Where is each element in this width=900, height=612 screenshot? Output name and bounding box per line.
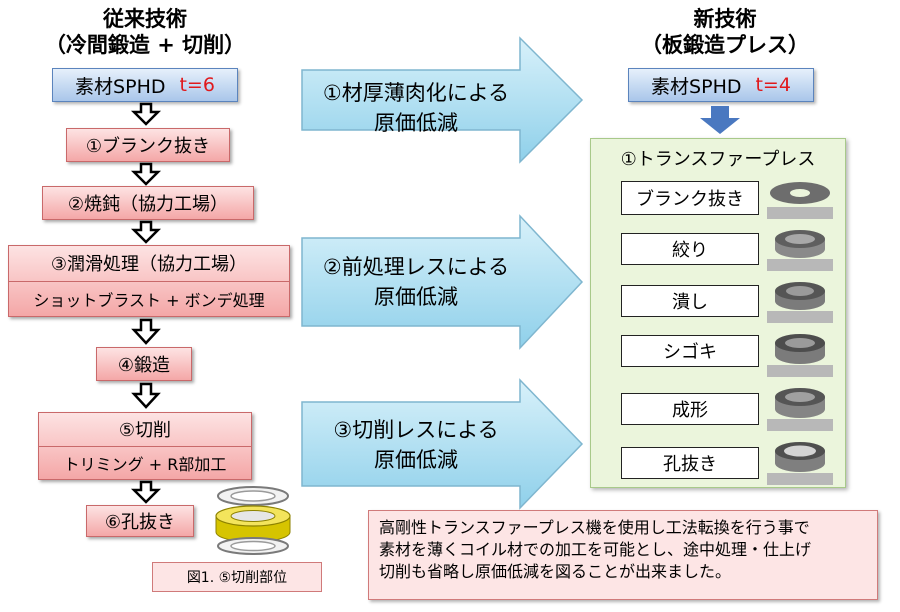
part-photo-blank	[767, 175, 833, 219]
right-title: 新技術 （板鍛造プレス）	[600, 6, 850, 58]
right-material-box: 素材SPHD t=4	[628, 68, 814, 102]
right-arrow-icon	[301, 214, 584, 350]
down-arrow-icon	[130, 102, 162, 126]
press-panel: ①トランスファープレス ブランク抜き 絞り 潰し シゴキ 成形 孔抜き	[590, 138, 846, 488]
press-title: ①トランスファープレス	[620, 149, 816, 170]
press-step-6: 孔抜き	[621, 447, 759, 479]
press-step-3: 潰し	[621, 285, 759, 317]
flow-step-5: ⑤切削 トリミング + R部加工	[38, 412, 252, 480]
flow-step-4: ④鍛造	[96, 347, 192, 381]
right-title-line2: （板鍛造プレス）	[641, 33, 809, 57]
flow-step-label: ③潤滑処理（協力工場）	[50, 254, 248, 276]
note-line-2: 素材を薄くコイル材での加工を可能とし、途中処理・仕上げ	[379, 540, 812, 559]
flow-step-label: ②焼鈍（協力工場）	[67, 194, 229, 215]
flow-step-label: ⑤切削	[118, 420, 172, 442]
material-label: 素材SPHD	[75, 75, 166, 98]
figure-caption: 図1. ⑤切削部位	[152, 562, 322, 592]
left-title-line2: （冷間鍛造 + 切削）	[44, 33, 246, 57]
ring-illustration	[215, 486, 291, 555]
note-line-1: 高剛性トランスファープレス機を使用し工法転換を行う事で	[379, 518, 810, 537]
right-title-line1: 新技術	[693, 7, 757, 31]
part-photo-pierce	[767, 437, 833, 485]
press-step-2: 絞り	[621, 233, 759, 265]
flow-step-label: ①ブランク抜き	[85, 136, 211, 157]
flow-arrows	[130, 102, 162, 504]
down-arrow-icon	[131, 318, 161, 345]
material-thickness: t=4	[755, 74, 791, 96]
summary-note: 高剛性トランスファープレス機を使用し工法転換を行う事で 素材を薄くコイル材での加…	[368, 510, 878, 600]
arrow-text-1: ①材厚薄肉化による 原価低減	[322, 81, 510, 135]
flow-step-3: ③潤滑処理（協力工場） ショットブラスト + ボンデ処理	[8, 245, 290, 317]
press-step-4: シゴキ	[621, 335, 759, 367]
flow-step-label: ⑥孔抜き	[104, 512, 176, 533]
flow-step-sublabel: トリミング + R部加工	[39, 445, 251, 480]
part-photo-form	[767, 383, 833, 431]
down-arrow-icon	[130, 220, 162, 244]
arrow-text-3: ③切削レスによる 原価低減	[333, 418, 499, 472]
flow-step-sublabel: ショットブラスト + ボンデ処理	[9, 280, 289, 317]
part-photo-crush	[767, 277, 833, 323]
flow-step-2: ②焼鈍（協力工場）	[42, 186, 254, 220]
blue-down-arrow-icon	[700, 106, 740, 134]
flow-step-label: ④鍛造	[117, 355, 171, 376]
material-thickness: t=6	[179, 74, 215, 96]
flow-step-1: ①ブランク抜き	[66, 128, 230, 162]
left-material-box: 素材SPHD t=6	[52, 68, 238, 102]
press-step-5: 成形	[621, 393, 759, 425]
note-line-3: 切削も省略し原価低減を図ることが出来ました。	[379, 562, 732, 581]
flow-step-6: ⑥孔抜き	[86, 505, 194, 537]
material-label: 素材SPHD	[651, 75, 742, 98]
right-arrow-icon	[301, 36, 584, 164]
left-title: 従来技術 （冷間鍛造 + 切削）	[20, 6, 270, 58]
arrow-text-2: ②前処理レスによる 原価低減	[322, 255, 510, 309]
right-arrow-icon	[301, 378, 584, 510]
press-step-1: ブランク抜き	[621, 181, 759, 215]
part-photo-ironing	[767, 329, 833, 377]
down-arrow-icon	[130, 480, 162, 504]
part-photo-draw	[767, 225, 833, 271]
left-title-line1: 従来技術	[103, 7, 187, 31]
down-arrow-icon	[131, 382, 161, 409]
down-arrow-icon	[130, 162, 162, 186]
big-arrows	[301, 36, 584, 510]
